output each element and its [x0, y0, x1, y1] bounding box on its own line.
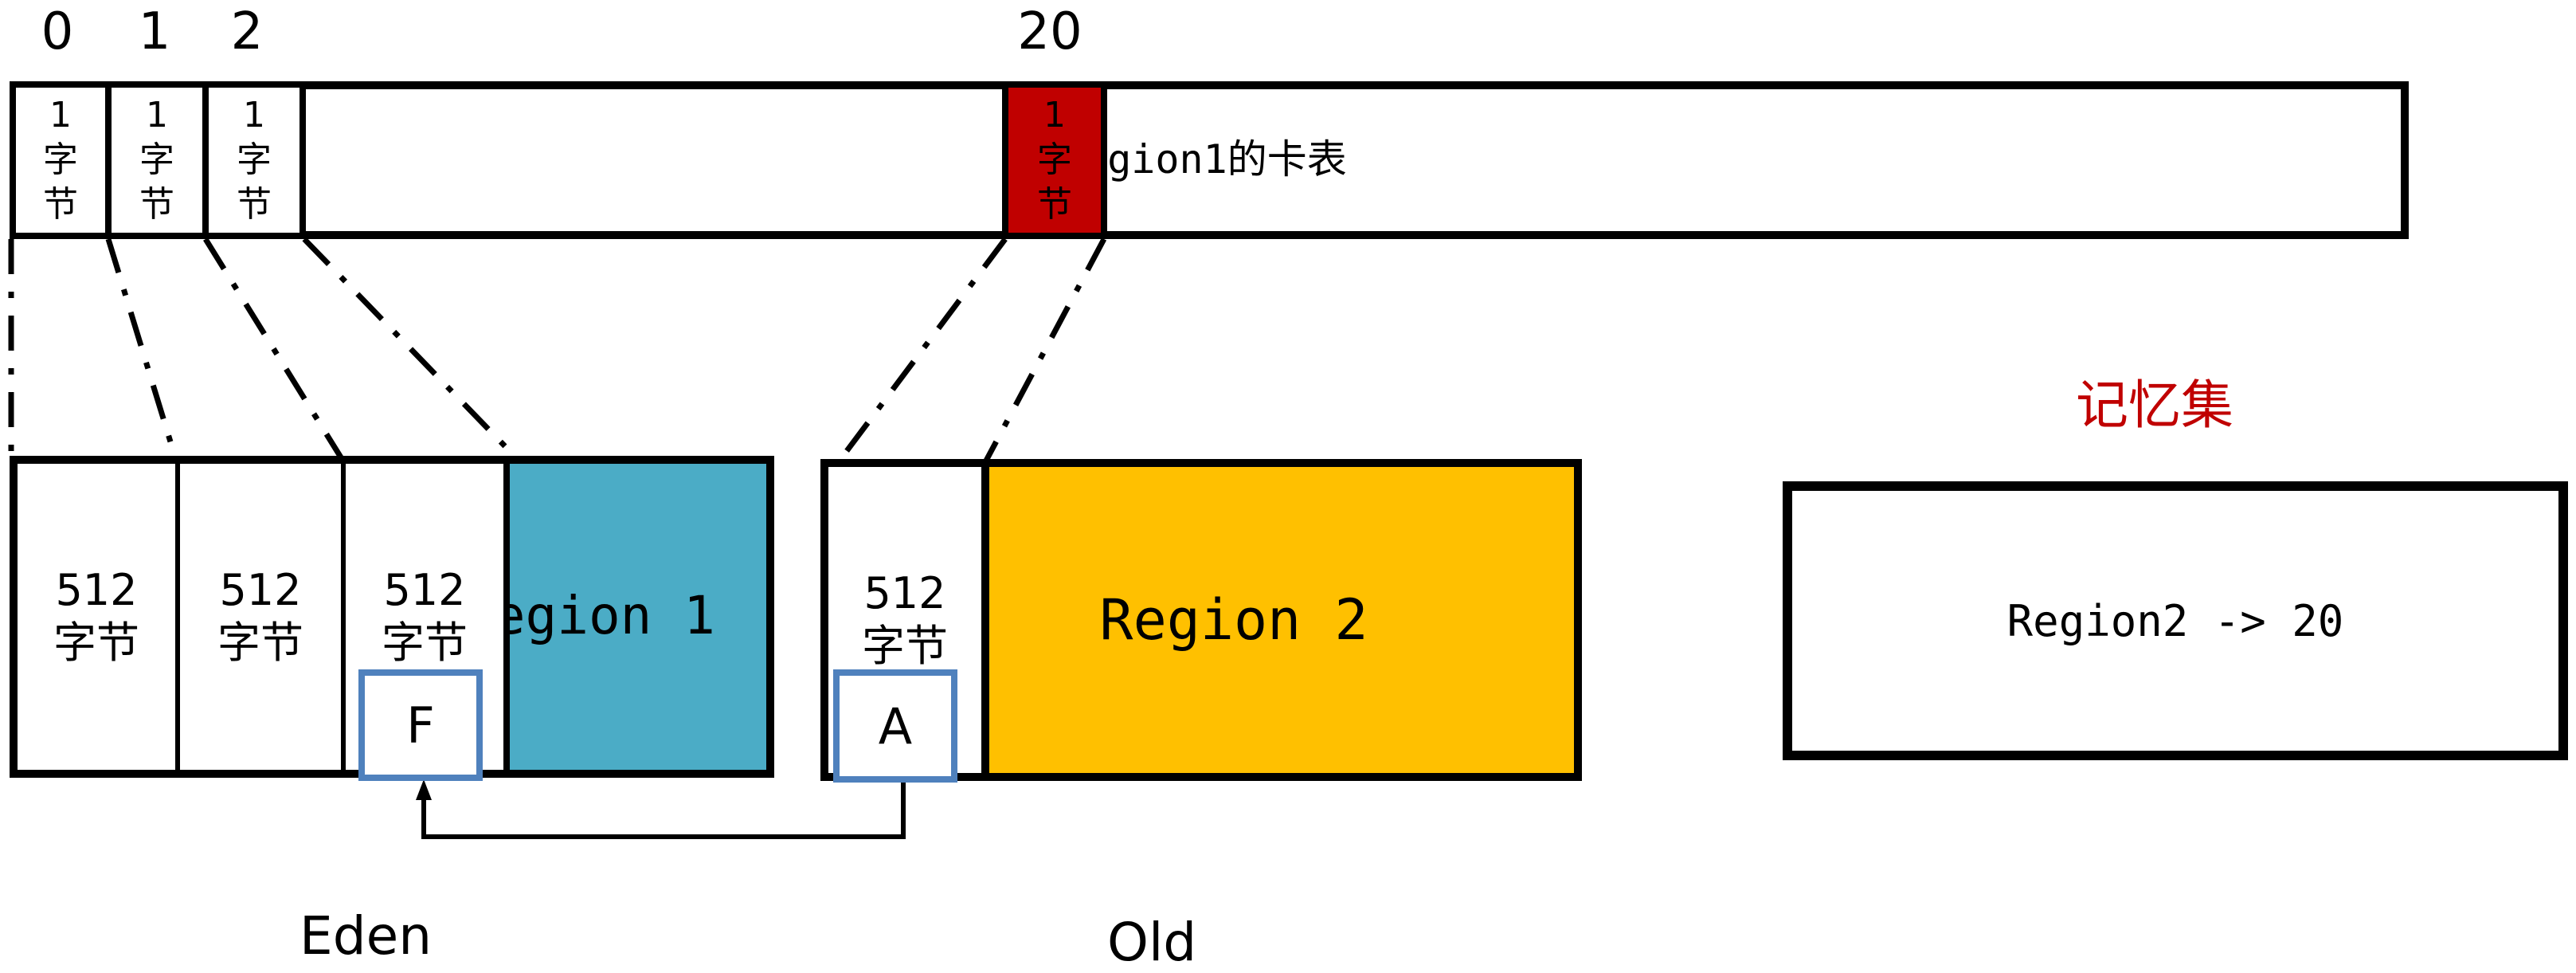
eden-card-unit: 字节	[217, 618, 303, 668]
card-cell-20-dirty: 1 字 节	[1002, 81, 1107, 239]
eden-card-unit: 字节	[53, 618, 139, 668]
card-index-1: 1	[138, 2, 171, 61]
card-index-2: 2	[230, 2, 264, 61]
card-cell-unit-1: 字	[139, 139, 174, 180]
card-cell-unit-2: 节	[237, 184, 272, 225]
eden-region-body	[502, 456, 774, 778]
old-region-body: Region 2	[981, 459, 1582, 781]
object-a-label: A	[878, 696, 913, 755]
card-cell-size: 1	[243, 95, 265, 135]
card-cell-unit-2: 节	[1037, 184, 1072, 225]
card-cell-1: 1 字 节	[105, 81, 209, 239]
object-a: A	[833, 669, 957, 783]
old-label: Old	[1107, 912, 1197, 973]
remembered-set-entry: Region2 -> 20	[2006, 595, 2344, 646]
eden-card-unit: 字节	[382, 618, 468, 668]
old-region-name: Region 2	[1099, 587, 1368, 653]
eden-card-size: 512	[219, 565, 302, 615]
card-cell-unit-1: 字	[1037, 139, 1072, 180]
eden-card-size: 512	[383, 565, 466, 615]
dash-line-card1-right	[203, 237, 343, 459]
card-cell-size: 1	[146, 95, 168, 135]
card-cell-0: 1 字 节	[10, 81, 112, 239]
dash-line-card20-right	[983, 237, 1107, 462]
card-index-0: 0	[41, 2, 74, 61]
card-table	[10, 81, 2409, 239]
remembered-set-title: 记忆集	[2076, 375, 2233, 436]
dash-line-card0-right	[105, 237, 178, 459]
object-f: F	[358, 669, 483, 781]
reference-arrow-head	[416, 779, 432, 800]
card-cell-unit-2: 节	[43, 184, 78, 225]
eden-card-size: 512	[55, 565, 138, 615]
reference-arrow-line	[421, 781, 906, 839]
eden-card-1: 512 字节	[175, 456, 346, 778]
eden-label: Eden	[299, 905, 433, 967]
old-card-size: 512	[863, 568, 946, 618]
card-cell-size: 1	[1043, 95, 1066, 135]
object-f-label: F	[406, 696, 435, 755]
dash-line-card20-left	[837, 237, 1008, 463]
card-cell-size: 1	[49, 95, 72, 135]
card-cell-unit-2: 节	[139, 184, 174, 225]
card-cell-2: 1 字 节	[202, 81, 306, 239]
card-cell-unit-1: 字	[237, 139, 272, 180]
eden-card-0: 512 字节	[10, 456, 180, 778]
dash-line-card2-right	[302, 237, 507, 449]
old-card-unit: 字节	[862, 621, 948, 671]
card-index-20: 20	[1017, 2, 1082, 61]
card-cell-unit-1: 字	[43, 139, 78, 180]
card-table-label: Region1的卡表	[1059, 136, 1347, 182]
remembered-set-box: Region2 -> 20	[1783, 481, 2568, 760]
